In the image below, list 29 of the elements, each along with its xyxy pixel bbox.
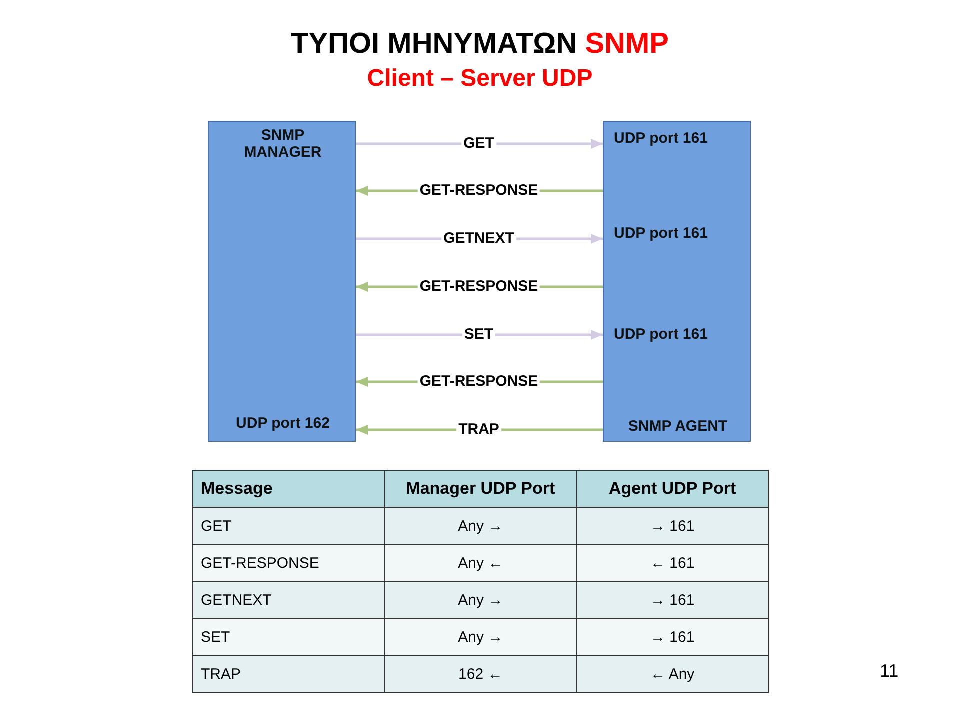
page-number: 11 — [880, 661, 899, 682]
table-cell: Any → — [384, 582, 577, 618]
table-cell: → 161 — [576, 582, 768, 618]
table-cell: GET-RESPONSE — [192, 544, 385, 582]
table-cell: GET — [192, 508, 385, 544]
box-label: SNMP MANAGER — [243, 127, 323, 161]
box-label: UDP port 161 — [614, 326, 708, 343]
slide-title: ΤΥΠΟΙ ΜΗΝΥΜΑΤΩΝ SNMP — [290, 28, 670, 61]
box-label: UDP port 161 — [614, 130, 708, 147]
table-cell: → 161 — [576, 508, 768, 544]
table-cell: ← 161 — [576, 544, 768, 582]
slide-subtitle: Client – Server UDP — [366, 65, 594, 93]
column-header: Manager UDP Port — [384, 470, 577, 508]
table-cell: GETNEXT — [192, 582, 385, 618]
table-cell: Any ← — [384, 544, 577, 582]
box-label: SNMP AGENT — [627, 418, 729, 435]
table-cell: → 161 — [576, 618, 768, 656]
table-cell: Any → — [384, 618, 577, 656]
table-cell: ← Any — [576, 656, 768, 692]
column-header: Message — [192, 470, 385, 508]
table-cell: TRAP — [192, 656, 385, 692]
process-box — [208, 121, 356, 442]
table-cell: Any → — [384, 508, 577, 544]
box-label: UDP port 162 — [235, 415, 331, 432]
process-box — [603, 121, 751, 442]
table-cell: SET — [192, 618, 385, 656]
table-cell: 162 ← — [384, 656, 577, 692]
column-header: Agent UDP Port — [576, 470, 768, 508]
box-label: UDP port 161 — [614, 225, 708, 242]
